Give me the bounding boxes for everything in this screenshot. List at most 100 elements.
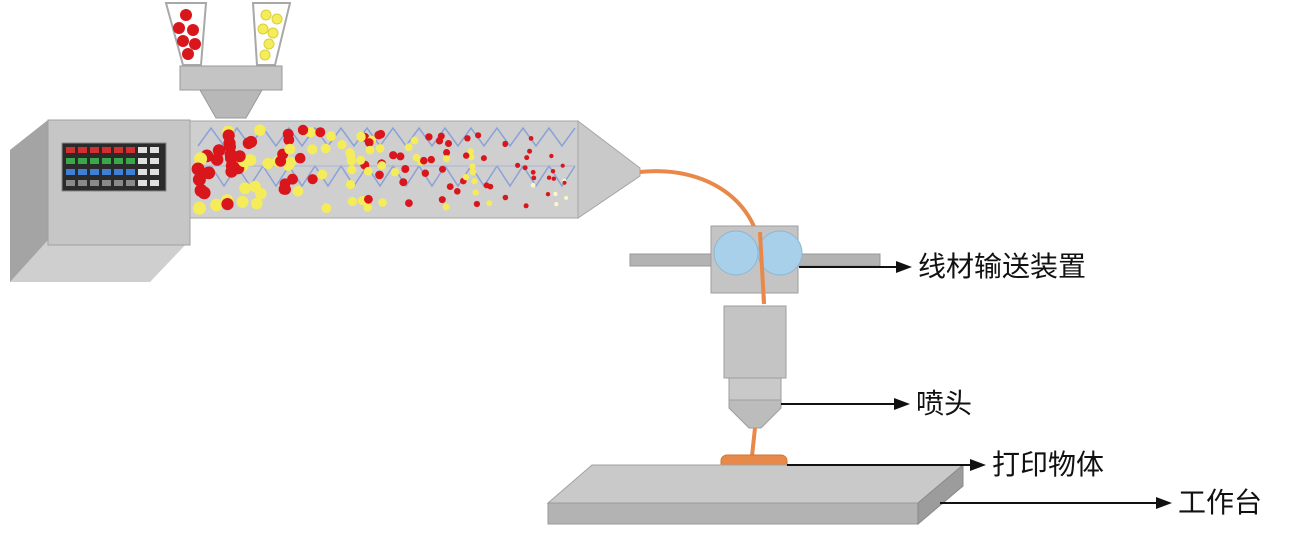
red-pellet [180,9,192,21]
yellow-pellet [307,144,318,155]
yellow-pellet [377,161,387,170]
red-pellet [438,196,446,204]
red-pellet [396,152,405,161]
arrow-worktable [940,497,1172,509]
red-pellet [527,148,533,154]
yellow-pellet [337,140,347,150]
red-pellet [187,24,199,36]
red-pellet [454,188,461,195]
yellow-pellet [321,203,332,214]
arrow-printed-object [787,459,986,471]
yellow-pellet [239,182,252,195]
panel-indicator-cell [114,158,123,164]
panel-indicator-cell [66,147,75,153]
yellow-pellet [462,173,470,181]
red-pellet [245,135,258,148]
panel-indicator-cell [66,158,75,164]
panel-indicator-cell [150,158,159,164]
yellow-pellet [469,169,477,176]
yellow-pellet [375,144,385,153]
red-pellet [233,150,246,163]
control-panel-indicators [66,147,159,186]
red-pellet [197,186,211,200]
red-pellet [364,194,373,204]
panel-indicator-cell [78,169,87,175]
worktable-platform [546,463,965,526]
hopper-pellets [173,9,283,61]
red-pellet [401,165,410,173]
yellow-pellet [356,155,366,165]
yellow-pellet [356,131,366,141]
panel-indicator-cell [102,158,111,164]
extruded-filament [750,427,757,457]
yellow-pellet [255,188,267,200]
feed-roller-right [757,230,803,276]
red-pellet [443,149,451,156]
panel-indicator-cell [138,169,147,175]
red-pellet [446,183,454,191]
yellow-pellet [472,189,479,196]
arrow-feeder [799,261,912,273]
yellow-pellet [257,23,269,35]
feed-roller-left [713,230,759,276]
panel-indicator-cell [78,180,87,186]
red-pellet [550,169,556,174]
yellow-pellet [260,9,272,21]
panel-indicator-cell [102,147,111,153]
nozzle-tip [728,399,782,429]
panel-indicator-cell [114,147,123,153]
callout-arrows [781,261,1172,509]
yellow-pellet [292,186,304,197]
yellow-pellet [443,155,451,163]
arrow-nozzle [781,398,910,410]
red-pellet [439,165,446,173]
red-pellet [297,124,309,136]
panel-indicator-cell [66,169,75,175]
red-pellet [473,200,480,208]
yellow-pellet [192,201,206,215]
red-pellet [515,162,521,168]
red-pellet [524,155,530,161]
yellow-pellet [210,198,223,212]
panel-indicator-cell [66,180,75,186]
yellow-pellet [347,165,357,175]
red-pellet [421,169,429,177]
yellow-pellet [194,152,208,166]
red-pellet [530,169,536,175]
yellow-pellet [378,198,387,207]
red-pellet [221,198,234,211]
yellow-pellet [263,38,275,50]
red-pellet [480,155,487,162]
red-pellet [528,136,534,141]
panel-indicator-cell [138,147,147,153]
panel-indicator-cell [102,180,111,186]
red-pellet [483,182,490,189]
red-pellet [315,127,326,138]
panel-indicator-cell [90,147,99,153]
label-printed-object: 打印物体 [992,448,1105,481]
yellow-pellet [390,168,400,177]
red-pellet [502,194,509,201]
control-panel-display [61,142,167,192]
red-pellet [475,132,482,139]
red-pellet [192,173,206,187]
red-pellet [191,162,205,176]
red-pellet [545,192,551,197]
panel-indicator-cell [138,158,147,164]
panel-indicator-cell [126,147,135,153]
panel-indicator-cell [90,169,99,175]
red-pellet [177,35,189,47]
red-pellet [389,151,398,160]
yellow-pellet [530,182,536,188]
yellow-pellet [442,203,450,211]
red-pellet [399,178,408,187]
label-feeder-device: 线材输送装置 [918,250,1087,283]
yellow-pellet [468,153,475,161]
red-pellet [278,183,290,195]
red-pellet [435,137,444,145]
panel-indicator-cell [126,180,135,186]
panel-indicator-cell [102,169,111,175]
red-pellet [562,180,567,185]
panel-indicator-cell [90,158,99,164]
label-nozzle: 喷头 [916,387,973,420]
